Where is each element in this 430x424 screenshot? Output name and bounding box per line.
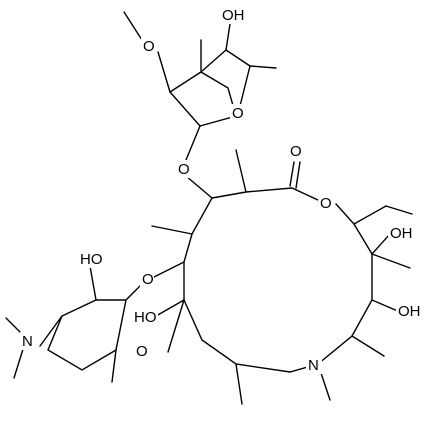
c10-methyl [351,335,385,357]
c12-methyl [371,253,411,269]
cladinose-hydroxyl-label: OH [222,7,245,24]
carbonyl-double-2 [295,161,301,189]
cladinose-ring-oxygen-label: O [232,105,244,122]
carbonyl-double-1 [289,161,295,187]
c13-ethyl-2 [385,205,413,215]
dimethylamino-nitrogen-label: N [22,333,33,350]
cladinose-o-methyl [123,11,143,41]
c6-oh [155,299,185,317]
cladinose-c5-c6 [225,49,251,67]
lactone-ring-oxygen-label: O [320,195,332,212]
c8-methyl [235,363,243,405]
c6-hydroxyl-label: HO [134,309,157,326]
cladinose-c6-ring-o [239,65,251,107]
macrolide-ring [183,187,373,373]
cladinose-ring [169,71,237,127]
desosamine-c5-methyl [111,349,117,383]
ring-nitrogen-label: N [308,357,319,374]
cladinose-c6-methyl [249,65,277,69]
desosamine-hydroxyl-label: HO [80,251,103,268]
cladinose-c5-oh [225,23,231,51]
c5-o-desosamine [151,261,185,279]
desosamine-c3-n [39,315,63,347]
lactone-carbonyl-oxygen-label: O [290,143,302,160]
cladinose-anomeric-to-o [185,125,201,161]
c4-methyl [151,225,193,235]
c6-methyl [167,299,185,353]
c11-hydroxyl-label: OH [398,303,421,320]
desosamine-ring-oxygen-label: O [136,343,148,360]
c11-oh [371,299,401,313]
c12-oh [371,233,391,255]
c13-ethyl-1 [353,205,387,225]
cladinose-c3-o-methoxy [157,51,171,93]
bond-lines [5,11,413,405]
c2-methyl [235,149,247,193]
desosamine-c2-oh [89,265,97,301]
cladinose-methoxy-oxygen-label: O [143,38,155,55]
c12-hydroxyl-label: OH [390,225,413,242]
glycosidic-oxygen-desosamine-label: O [142,271,154,288]
glycosidic-oxygen-cladinose-label: O [178,161,190,178]
glycosidic-o-to-c3 [185,175,213,199]
cladinose-c4-c5 [200,49,227,73]
atom-labels: OH O O O O O OH OH O HO O HO N N [20,6,422,374]
nme2-methyl-2 [13,345,25,379]
